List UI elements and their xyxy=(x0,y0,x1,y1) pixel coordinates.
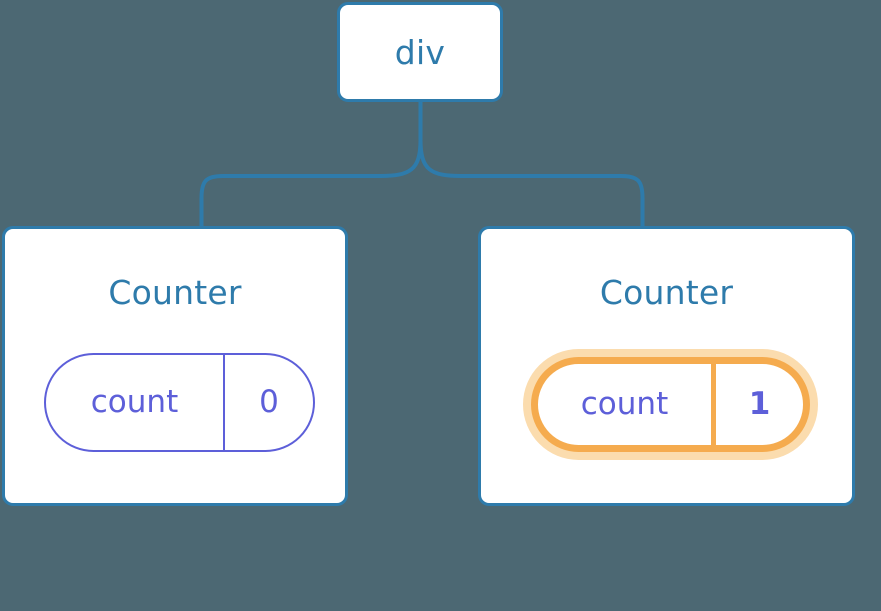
node-div[interactable]: div xyxy=(337,2,503,102)
connector-path xyxy=(199,100,645,228)
node-counter-right-title: Counter xyxy=(599,273,734,312)
state-pill-right-value: 1 xyxy=(748,386,771,422)
state-pill-left-value: 0 xyxy=(259,384,279,420)
state-pill-right-key-cell: count xyxy=(538,364,716,445)
state-pill-left-key-cell: count xyxy=(46,355,225,450)
state-pill-left-key: count xyxy=(90,384,179,420)
state-pill-right[interactable]: count 1 xyxy=(531,357,810,452)
state-pill-right-value-cell: 1 xyxy=(716,364,803,445)
state-pill-right-wrapper[interactable]: count 1 xyxy=(523,349,818,460)
node-counter-left-title: Counter xyxy=(108,273,242,312)
state-pill-left[interactable]: count 0 xyxy=(44,353,315,452)
state-pill-left-value-cell: 0 xyxy=(225,355,313,450)
state-pill-right-key: count xyxy=(580,386,669,422)
node-div-label: div xyxy=(394,32,446,72)
node-counter-left[interactable]: Counter count 0 xyxy=(2,226,348,506)
node-counter-right[interactable]: Counter count 1 xyxy=(478,226,855,506)
diagram-canvas: div Counter count 0 Counter count 1 xyxy=(2,2,855,506)
